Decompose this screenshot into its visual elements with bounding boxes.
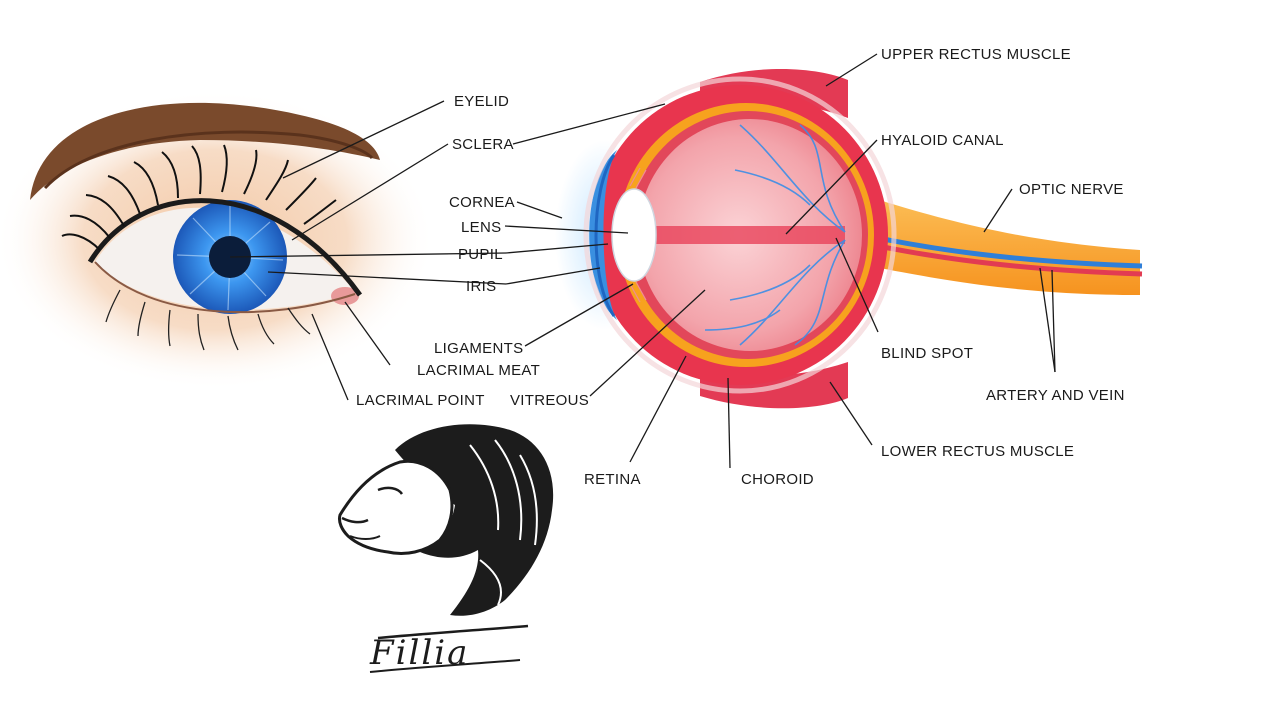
- eyeball-cross-section: [555, 68, 1143, 409]
- lion-logo-icon: Fillia: [338, 424, 554, 673]
- logo-text: Fillia: [369, 633, 469, 673]
- label-hyaloid-canal: HYALOID CANAL: [881, 132, 1004, 149]
- label-eyelid: EYELID: [454, 93, 509, 110]
- label-blind-spot: BLIND SPOT: [881, 345, 973, 362]
- label-retina: RETINA: [584, 471, 641, 488]
- label-lens: LENS: [461, 219, 501, 236]
- label-upper-rectus-muscle: UPPER RECTUS MUSCLE: [881, 46, 1071, 63]
- label-iris: IRIS: [466, 278, 496, 295]
- label-optic-nerve: OPTIC NERVE: [1019, 181, 1124, 198]
- eye-illustration: [0, 90, 435, 390]
- label-ligaments: LIGAMENTS: [434, 340, 523, 357]
- label-vitreous: VITREOUS: [510, 392, 589, 409]
- labels: EYELID SCLERA CORNEA LENS PUPIL IRIS LIG…: [356, 46, 1125, 488]
- label-cornea: CORNEA: [449, 194, 515, 211]
- leader-lines: [229, 53, 1056, 469]
- label-choroid: CHOROID: [741, 471, 814, 488]
- label-artery-and-vein: ARTERY AND VEIN: [986, 387, 1125, 404]
- label-sclera: SCLERA: [452, 136, 514, 153]
- label-lower-rectus-muscle: LOWER RECTUS MUSCLE: [881, 443, 1074, 460]
- label-lacrimal-meat: LACRIMAL MEAT: [417, 362, 540, 379]
- label-lacrimal-point: LACRIMAL POINT: [356, 392, 485, 409]
- label-pupil: PUPIL: [458, 246, 503, 263]
